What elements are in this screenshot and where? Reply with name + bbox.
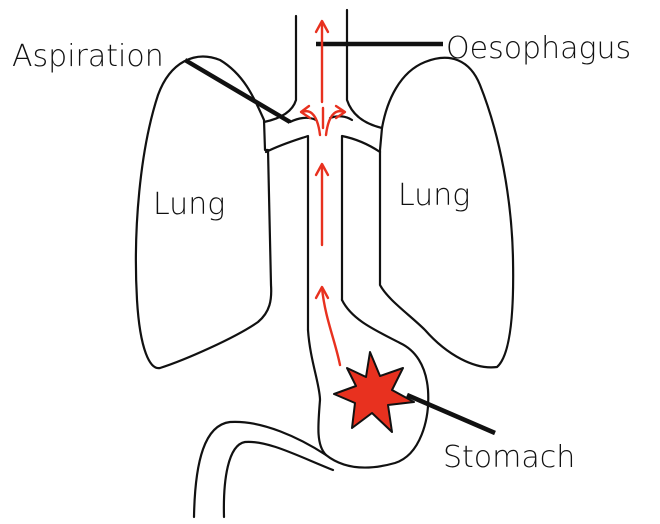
reflux-starburst-icon bbox=[334, 352, 414, 432]
duodenum-outer bbox=[194, 422, 326, 517]
stomach-leader-line bbox=[407, 395, 495, 433]
stomach-label: Stomach bbox=[443, 441, 575, 475]
right-bronchus-lower bbox=[342, 136, 380, 300]
left-lung-label: Lung bbox=[153, 188, 225, 222]
right-lung-label: Lung bbox=[398, 179, 470, 213]
oesophagus-label: Oesophagus bbox=[446, 32, 631, 66]
carina-right bbox=[330, 116, 352, 120]
aspiration-label: Aspiration bbox=[12, 40, 164, 74]
carina-left bbox=[290, 118, 316, 122]
duodenum-inner bbox=[224, 442, 333, 517]
left-bronchus-lower bbox=[266, 136, 308, 330]
arrow-lower bbox=[322, 288, 340, 365]
aspiration-leader-line bbox=[185, 60, 290, 122]
right-bronchus bbox=[347, 10, 382, 128]
left-bronchus bbox=[264, 16, 296, 122]
